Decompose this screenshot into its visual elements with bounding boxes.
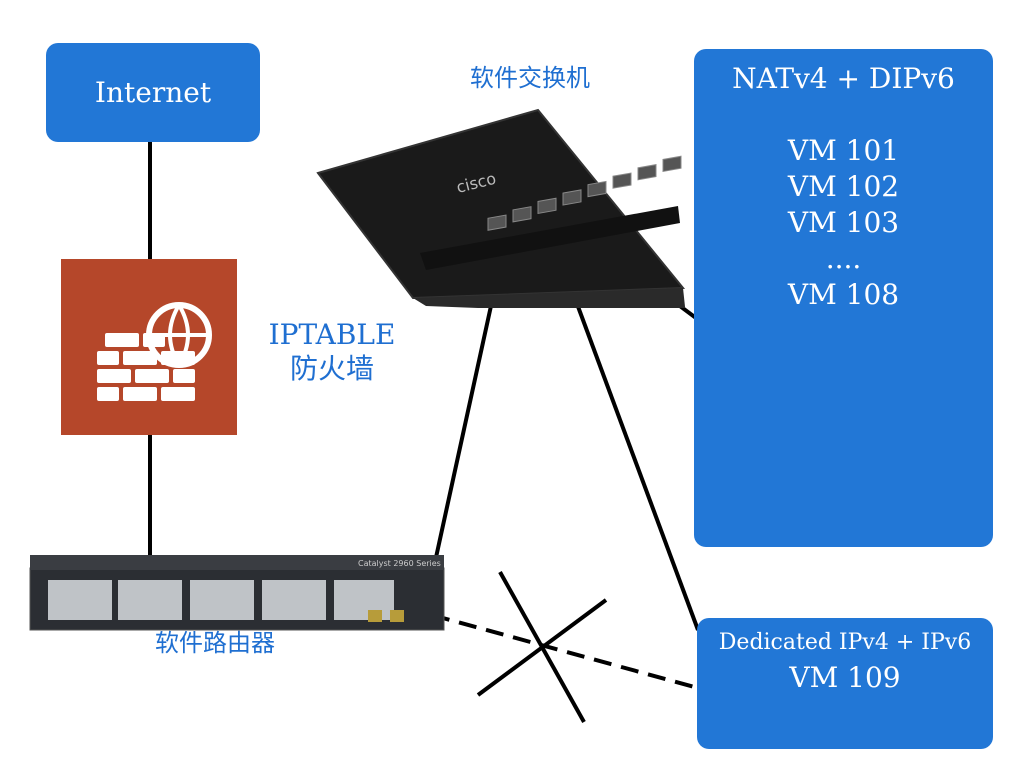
nat-vm-group: NATv4 + DIPv6 VM 101 VM 102 VM 103 .... … bbox=[694, 49, 993, 547]
dedicated-title: Dedicated IPv4 + IPv6 bbox=[718, 630, 972, 655]
router-model: Catalyst 2960 Series bbox=[358, 559, 441, 568]
vm-item: VM 103 bbox=[787, 206, 900, 239]
nat-group-title: NATv4 + DIPv6 bbox=[732, 62, 955, 95]
firewall-label-line2: 防火墙 bbox=[289, 352, 374, 385]
vm-item: VM 108 bbox=[787, 278, 900, 311]
router-label: 软件路由器 bbox=[155, 629, 275, 657]
internet-label: Internet bbox=[94, 76, 212, 109]
dedicated-vm: VM 109 bbox=[789, 661, 901, 694]
brick-wall-globe-icon bbox=[97, 302, 212, 401]
switch-label: 软件交换机 bbox=[470, 64, 590, 92]
firewall-label-line1: IPTABLE bbox=[268, 318, 396, 351]
internet-node: Internet bbox=[46, 43, 260, 142]
dedicated-vm-node: Dedicated IPv4 + IPv6 VM 109 bbox=[697, 618, 993, 749]
vm-item: VM 102 bbox=[787, 170, 900, 203]
cisco-switch: cisco bbox=[316, 108, 686, 308]
vm-item: VM 101 bbox=[787, 134, 900, 167]
link-router-dedicated-dashed bbox=[431, 613, 699, 690]
catalyst-router: Catalyst 2960 Series bbox=[29, 555, 445, 631]
vm-ellipsis: .... bbox=[825, 242, 862, 275]
link-router-switch bbox=[433, 282, 498, 563]
firewall-node bbox=[61, 259, 237, 435]
link-switch-dedicated bbox=[558, 257, 700, 631]
cross-mark-line-2 bbox=[476, 598, 608, 697]
firewall-label: IPTABLE 防火墙 bbox=[262, 318, 402, 386]
